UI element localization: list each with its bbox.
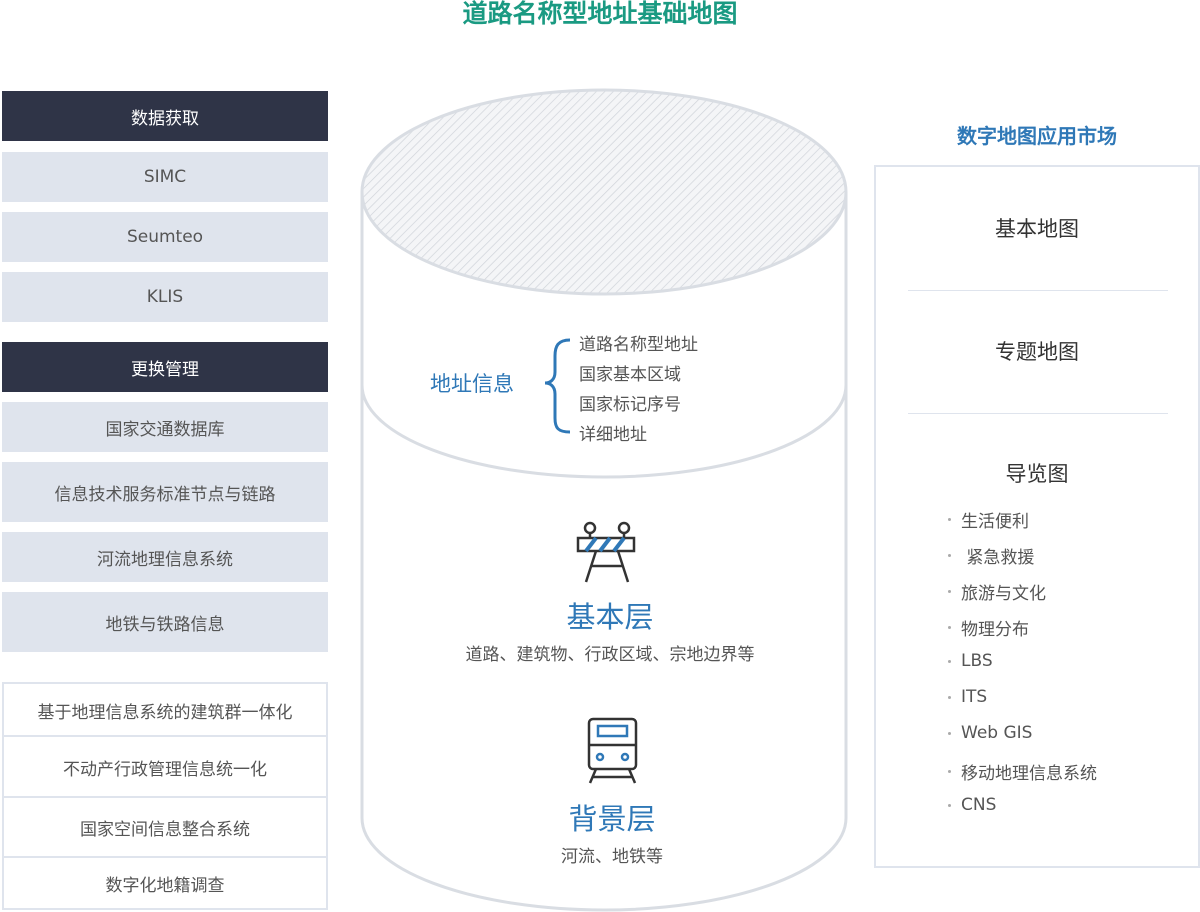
guide-item: 移动地理信息系统 <box>948 759 1097 784</box>
divider <box>908 290 1168 291</box>
bullet-icon <box>948 626 951 629</box>
background-layer-subtitle: 河流、地铁等 <box>561 847 663 867</box>
guide-item: CNS <box>948 795 996 815</box>
market-panel: 基本地图 专题地图 导览图 生活便利 紧急救援 旅游与文化 物理分布 LBS I… <box>874 165 1200 868</box>
guide-item: 物理分布 <box>948 615 1029 640</box>
source-item: KLIS <box>2 272 328 322</box>
bullet-icon <box>948 731 951 735</box>
page-title: 道路名称型地址基础地图 <box>462 0 738 28</box>
address-info-label: 地址信息 <box>430 372 514 396</box>
market-section: 专题地图 <box>995 340 1079 364</box>
guide-item: 旅游与文化 <box>948 579 1046 604</box>
change-item: 国家交通数据库 <box>2 402 328 452</box>
bullet-icon <box>948 554 951 557</box>
background-layer-title: 背景层 <box>568 802 656 836</box>
guide-item: ITS <box>948 687 987 707</box>
source-item: Seumteo <box>2 212 328 262</box>
market-section: 导览图 <box>1005 462 1069 486</box>
guide-item: LBS <box>948 651 993 671</box>
train-icon <box>587 717 638 784</box>
change-item: 信息技术服务标准节点与链路 <box>2 462 328 522</box>
divider <box>4 796 326 798</box>
bullet-icon <box>948 695 951 699</box>
address-item: 国家基本区域 <box>579 365 681 385</box>
divider <box>4 856 326 858</box>
base-layer-subtitle: 道路、建筑物、行政区域、宗地边界等 <box>465 645 755 665</box>
base-layer-title: 基本层 <box>566 600 654 634</box>
divider <box>908 413 1168 414</box>
cylinder-band <box>360 384 848 479</box>
change-management-header: 更换管理 <box>2 342 328 392</box>
road-barrier-icon <box>576 521 636 583</box>
cylinder-top <box>360 88 848 296</box>
bullet-icon <box>948 590 951 593</box>
market-section: 基本地图 <box>995 217 1079 241</box>
bullet-icon <box>948 518 951 521</box>
brace-icon <box>544 338 571 434</box>
guide-item: Web GIS <box>948 723 1032 743</box>
market-heading: 数字地图应用市场 <box>957 124 1117 148</box>
bullet-icon <box>948 803 951 807</box>
source-item: SIMC <box>2 152 328 202</box>
address-item: 详细地址 <box>579 425 647 445</box>
integration-group: 基于地理信息系统的建筑群一体化 不动产行政管理信息统一化 国家空间信息整合系统 … <box>2 682 328 910</box>
integration-item: 国家空间信息整合系统 <box>80 819 250 840</box>
guide-item: 紧急救援 <box>948 543 1034 568</box>
integration-item: 不动产行政管理信息统一化 <box>63 759 267 780</box>
address-item: 国家标记序号 <box>579 395 681 415</box>
bullet-icon <box>948 659 951 663</box>
data-acquisition-header: 数据获取 <box>2 91 328 141</box>
change-item: 地铁与铁路信息 <box>2 592 328 652</box>
address-item: 道路名称型地址 <box>579 335 698 355</box>
integration-item: 数字化地籍调查 <box>105 875 225 896</box>
change-item: 河流地理信息系统 <box>2 532 328 582</box>
divider <box>4 735 326 737</box>
guide-item: 生活便利 <box>948 507 1029 532</box>
integration-item: 基于地理信息系统的建筑群一体化 <box>37 702 293 723</box>
bullet-icon <box>948 770 951 773</box>
